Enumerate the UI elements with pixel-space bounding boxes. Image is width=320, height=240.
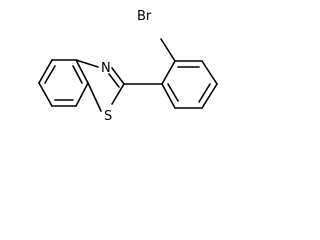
bond [75, 82, 89, 107]
nitrogen-label: N [101, 61, 111, 76]
bond [111, 67, 125, 85]
sulfur-label: S [104, 109, 112, 124]
bond [161, 83, 176, 109]
bromine-label: Br [137, 9, 152, 24]
c-br-bond [160, 38, 176, 62]
aromatic-bond [44, 65, 56, 84]
molecule-svg: Br N S [38, 9, 218, 124]
bond [87, 82, 102, 112]
molecule-diagram: Br N S [0, 0, 249, 153]
phenyl-ring [123, 60, 218, 109]
bond [161, 60, 176, 85]
bond [75, 59, 99, 68]
bond [38, 82, 53, 107]
bond [201, 83, 218, 109]
aromatic-bond [167, 83, 179, 102]
thiazole-ring [75, 59, 125, 112]
bond [75, 59, 89, 84]
bond [38, 59, 53, 84]
benzo-ring [38, 59, 89, 107]
aromatic-bond [198, 83, 211, 103]
aromatic-bond [72, 65, 83, 84]
bond [201, 60, 218, 85]
double-bond [108, 73, 120, 88]
bond [111, 83, 125, 105]
